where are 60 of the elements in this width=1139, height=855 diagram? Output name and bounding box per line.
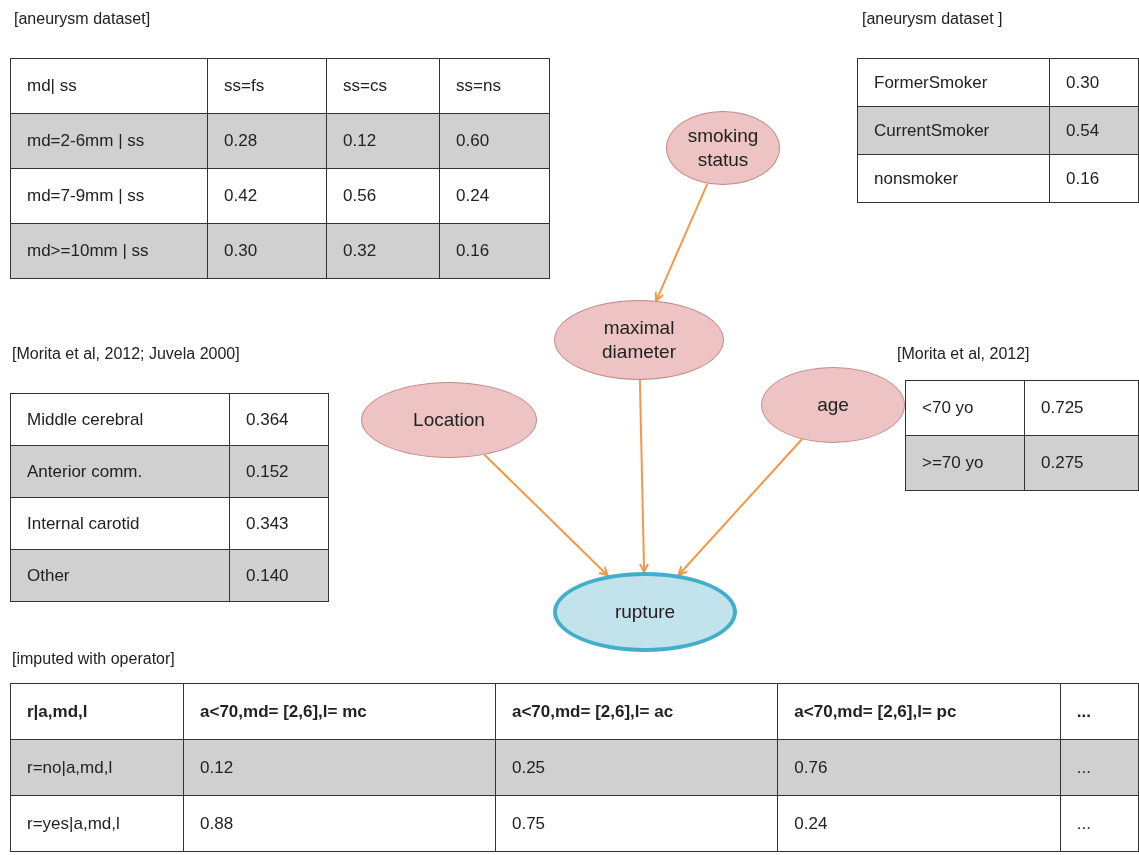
column-header: ss=ns (439, 58, 550, 114)
column-header: r|a,md,l (10, 683, 184, 740)
row-header: Other (10, 549, 230, 602)
probability-value: 0.24 (439, 168, 550, 224)
probability-value: 0.152 (229, 445, 329, 498)
row-header: Anterior comm. (10, 445, 230, 498)
column-header: a<70,md= [2,6],l= pc (777, 683, 1061, 740)
probability-value: 0.16 (1049, 154, 1139, 203)
variable-node: age (761, 367, 905, 443)
probability-value: 0.28 (207, 113, 327, 169)
probability-value: 0.24 (777, 795, 1061, 852)
row-header: >=70 yo (905, 435, 1025, 491)
outcome-node: rupture (553, 572, 737, 652)
probability-value: ... (1060, 739, 1139, 796)
variable-node: smoking status (666, 111, 780, 185)
probability-value: 0.364 (229, 393, 329, 446)
probability-value: 0.54 (1049, 106, 1139, 155)
probability-value: 0.275 (1024, 435, 1139, 491)
row-header: Middle cerebral (10, 393, 230, 446)
probability-value: 0.12 (326, 113, 440, 169)
source-note: [aneurysm dataset ] (862, 10, 1003, 28)
column-header: ss=fs (207, 58, 327, 114)
probability-value: 0.25 (495, 739, 778, 796)
probability-value: 0.75 (495, 795, 778, 852)
probability-value: 0.30 (1049, 58, 1139, 107)
arrow (638, 379, 649, 573)
column-header: a<70,md= [2,6],l= ac (495, 683, 778, 740)
row-header: FormerSmoker (857, 58, 1050, 107)
row-header: md=7-9mm | ss (10, 168, 208, 224)
row-header: Internal carotid (10, 497, 230, 550)
probability-value: 0.30 (207, 223, 327, 279)
probability-value: 0.12 (183, 739, 496, 796)
probability-value: 0.60 (439, 113, 550, 169)
probability-value: 0.42 (207, 168, 327, 224)
probability-value: ... (1060, 795, 1139, 852)
row-header: <70 yo (905, 380, 1025, 436)
row-header: CurrentSmoker (857, 106, 1050, 155)
column-header: md| ss (10, 58, 208, 114)
source-note: [Morita et al, 2012; Juvela 2000] (12, 345, 240, 363)
row-header: r=no|a,md,l (10, 739, 184, 796)
probability-value: 0.88 (183, 795, 496, 852)
probability-value: 0.16 (439, 223, 550, 279)
probability-value: 0.725 (1024, 380, 1139, 436)
row-header: nonsmoker (857, 154, 1050, 203)
row-header: r=yes|a,md,l (10, 795, 184, 852)
source-note: [aneurysm dataset] (14, 10, 151, 28)
probability-value: 0.76 (777, 739, 1061, 796)
probability-value: 0.32 (326, 223, 440, 279)
column-header: ss=cs (326, 58, 440, 114)
row-header: md=2-6mm | ss (10, 113, 208, 169)
variable-node: maximal diameter (554, 300, 724, 380)
source-note: [imputed with operator] (12, 650, 175, 668)
variable-node: Location (361, 382, 537, 458)
column-header: ... (1060, 683, 1139, 740)
source-note: [Morita et al, 2012] (897, 345, 1030, 363)
probability-value: 0.140 (229, 549, 329, 602)
probability-value: 0.343 (229, 497, 329, 550)
column-header: a<70,md= [2,6],l= mc (183, 683, 496, 740)
probability-value: 0.56 (326, 168, 440, 224)
row-header: md>=10mm | ss (10, 223, 208, 279)
